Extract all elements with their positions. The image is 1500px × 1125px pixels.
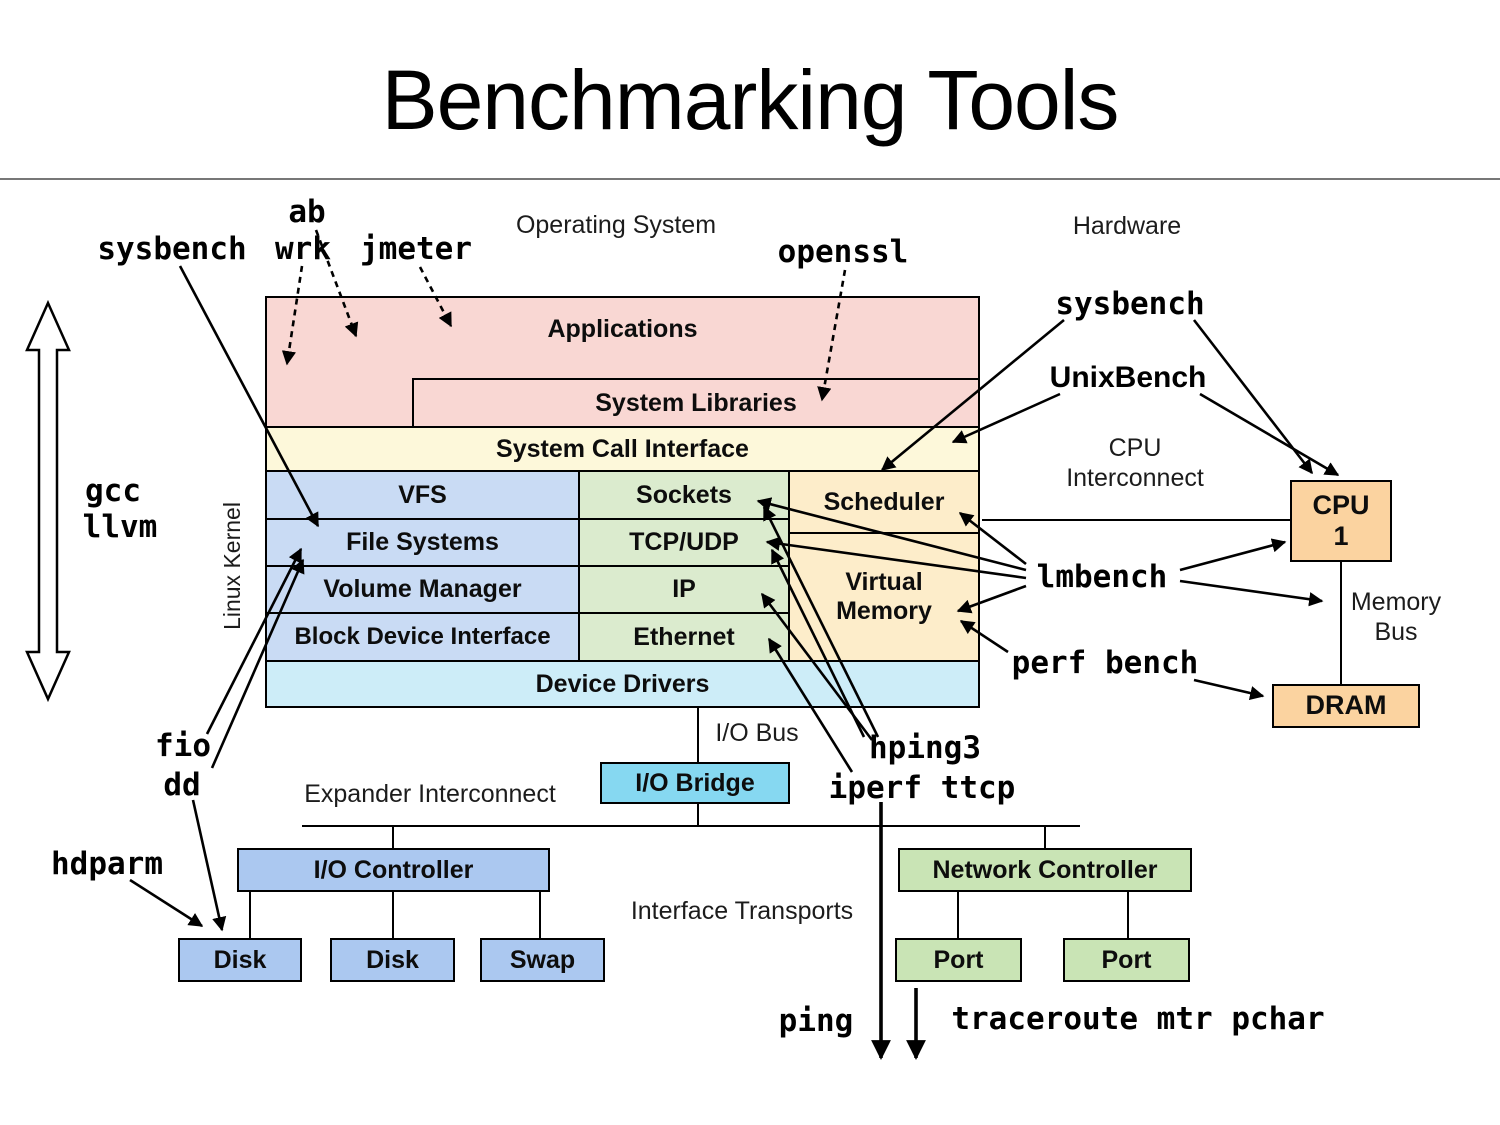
tool-hdparm: hdparm xyxy=(51,846,163,882)
tool-iperf-ttcp: iperf ttcp xyxy=(828,770,1016,806)
tool-lmbench: lmbench xyxy=(1036,559,1168,595)
memory-bus-label: Memory Bus xyxy=(1350,588,1442,646)
vfs-box: VFS xyxy=(265,470,580,520)
io-bus-label: I/O Bus xyxy=(715,719,799,747)
tool-ab: ab xyxy=(288,194,326,230)
tool-openssl: openssl xyxy=(777,234,909,270)
tool-jmeter: jmeter xyxy=(360,231,472,267)
sockets-box: Sockets xyxy=(578,470,790,520)
system-libraries-box: System Libraries xyxy=(412,378,980,428)
block-device-interface-box: Block Device Interface xyxy=(265,612,580,662)
operating-system-label: Operating System xyxy=(515,211,717,239)
arrow-sysbench-to-cpu xyxy=(1192,319,1314,475)
tool-llvm: llvm xyxy=(82,509,158,545)
device-drivers-box: Device Drivers xyxy=(265,660,980,708)
disk1-box: Disk xyxy=(178,938,302,982)
page-title: Benchmarking Tools xyxy=(381,53,1120,147)
virtual-memory-box: Virtual Memory xyxy=(788,532,980,662)
tool-traceroute-mtr-pchar: traceroute mtr pchar xyxy=(951,1001,1325,1037)
tool-ping: ping xyxy=(778,1003,854,1039)
tool-sysbench-left: sysbench xyxy=(97,231,247,267)
title-divider xyxy=(0,178,1500,180)
expander-interconnect-label: Expander Interconnect xyxy=(304,780,556,808)
arrow-unixbench-to-cpu xyxy=(1199,392,1340,477)
cpu-box: CPU 1 xyxy=(1290,480,1392,562)
system-call-interface-box: System Call Interface xyxy=(265,426,980,472)
hardware-label: Hardware xyxy=(1072,212,1182,240)
tool-sysbench-right: sysbench xyxy=(1055,286,1205,322)
tcp-udp-box: TCP/UDP xyxy=(578,518,790,567)
io-controller-box: I/O Controller xyxy=(237,848,550,892)
tool-unixbench: UnixBench xyxy=(1049,361,1207,394)
ethernet-box: Ethernet xyxy=(578,612,790,662)
arrow-perfbench-to-dram xyxy=(1193,678,1265,701)
io-bridge-box: I/O Bridge xyxy=(600,762,790,804)
arrow-lmbench-to-cpu xyxy=(1179,538,1287,572)
interface-transports-label: Interface Transports xyxy=(630,897,854,925)
ip-box: IP xyxy=(578,565,790,614)
full-stack-double-arrow xyxy=(25,299,71,703)
file-systems-box: File Systems xyxy=(265,518,580,567)
tool-wrk: wrk xyxy=(275,231,331,267)
tool-perf-bench: perf bench xyxy=(1011,645,1199,681)
port1-box: Port xyxy=(895,938,1022,982)
scheduler-box: Scheduler xyxy=(788,470,980,534)
tool-fio: fio xyxy=(155,728,211,764)
volume-manager-box: Volume Manager xyxy=(265,565,580,614)
swap-box: Swap xyxy=(480,938,605,982)
arrow-lmbench-to-memory-bus xyxy=(1179,579,1324,607)
arrow-hdparm-to-disk xyxy=(129,878,204,928)
tool-hping3: hping3 xyxy=(869,730,981,766)
network-controller-box: Network Controller xyxy=(898,848,1192,892)
dram-box: DRAM xyxy=(1272,684,1420,728)
port2-box: Port xyxy=(1063,938,1190,982)
disk2-box: Disk xyxy=(330,938,455,982)
tool-dd: dd xyxy=(163,767,201,803)
linux-kernel-label: Linux Kernel xyxy=(219,502,246,630)
tool-gcc: gcc xyxy=(85,473,141,509)
cpu-interconnect-label: CPU Interconnect xyxy=(1066,434,1204,492)
arrow-dd-to-disk xyxy=(191,799,227,932)
